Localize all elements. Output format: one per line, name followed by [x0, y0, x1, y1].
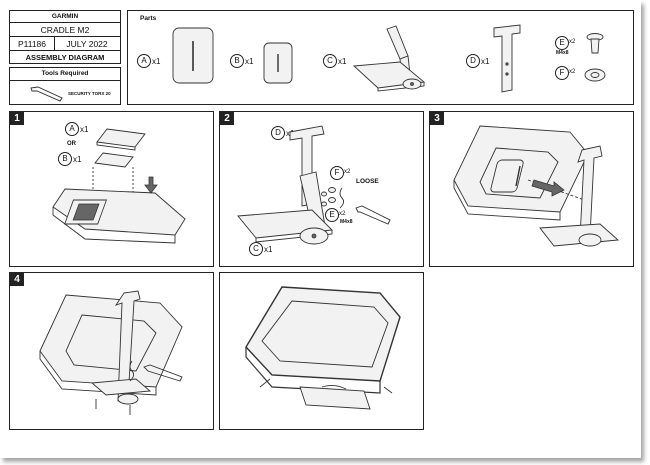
step2-f-callout: F — [330, 166, 344, 180]
part-b-qty: x1 — [245, 57, 254, 66]
brand-name: GARMIN — [51, 13, 79, 20]
part-a-qty: x1 — [152, 57, 161, 66]
step2-f-qty: x2 — [344, 169, 351, 175]
revision-date: JULY 2022 — [66, 39, 108, 49]
part-b-callout: B — [230, 54, 244, 68]
document-type: ASSEMBLY DIAGRAM — [25, 53, 105, 62]
part-f-callout: F — [555, 66, 569, 80]
torx-key-icon — [30, 86, 63, 102]
step2-e-callout: E — [325, 208, 339, 222]
part-d-arm-icon — [493, 24, 521, 93]
washer-icon — [584, 68, 606, 82]
parts-heading: Parts — [140, 15, 157, 22]
part-d-callout: D — [466, 54, 480, 68]
step4-illustration — [39, 290, 183, 415]
step-1-panel: 1 A x1 OR B x1 — [9, 111, 214, 267]
step-5-panel — [219, 272, 424, 430]
part-e-spec: M4x8 — [556, 50, 569, 56]
step1-illustration — [52, 128, 186, 244]
tools-heading: Tools Required — [41, 70, 89, 77]
screw-icon — [586, 33, 604, 54]
step-number: 2 — [220, 112, 234, 125]
step-number: 3 — [430, 112, 444, 125]
step-number: 4 — [10, 273, 24, 286]
title-block: GARMIN CRADLE M2 P11186 JULY 2022 ASSEMB… — [9, 10, 121, 64]
step2-illustration — [237, 125, 391, 245]
step1-a-qty: x1 — [80, 125, 89, 134]
step5-illustration — [245, 286, 401, 410]
part-a-plate-icon — [172, 27, 214, 84]
product-name: CRADLE M2 — [40, 25, 90, 35]
or-label: OR — [67, 141, 76, 147]
part-number: P11186 — [17, 39, 47, 49]
step1-b-callout: B — [58, 152, 72, 166]
part-c-qty: x1 — [338, 57, 347, 66]
part-c-bracket-icon — [352, 25, 426, 92]
tools-box: Tools Required SECURITY TORX 20 — [9, 67, 121, 105]
step2-e-qty: x2 — [339, 211, 346, 217]
tool-label: SECURITY TORX 20 — [68, 91, 111, 96]
step3-illustration — [453, 125, 620, 247]
part-f-qty: x2 — [569, 69, 576, 75]
step-3-panel: 3 — [429, 111, 634, 267]
step1-b-qty: x1 — [73, 155, 82, 164]
part-a-callout: A — [137, 54, 151, 68]
step1-a-callout: A — [65, 122, 79, 136]
step-2-panel: 2 D x1 F x2 LOOSE E x2 M4x8 C x1 — [219, 111, 424, 267]
assembly-sheet: GARMIN CRADLE M2 P11186 JULY 2022 ASSEMB… — [9, 10, 634, 430]
step2-c-qty: x1 — [264, 245, 273, 254]
part-e-qty: x2 — [569, 39, 576, 45]
loose-note: LOOSE — [356, 178, 379, 185]
part-d-qty: x1 — [481, 57, 490, 66]
step-number: 1 — [10, 112, 24, 125]
part-b-plate-icon — [263, 42, 293, 84]
part-c-callout: C — [323, 54, 337, 68]
step2-d-callout: D — [271, 126, 285, 140]
parts-box: Parts A x1 B x1 C x1 D x1 — [127, 10, 634, 105]
step2-c-callout: C — [249, 242, 263, 256]
part-e-callout: E — [555, 36, 569, 50]
step-4-panel: 4 — [9, 272, 214, 430]
step2-e-spec: M4x8 — [340, 219, 353, 225]
